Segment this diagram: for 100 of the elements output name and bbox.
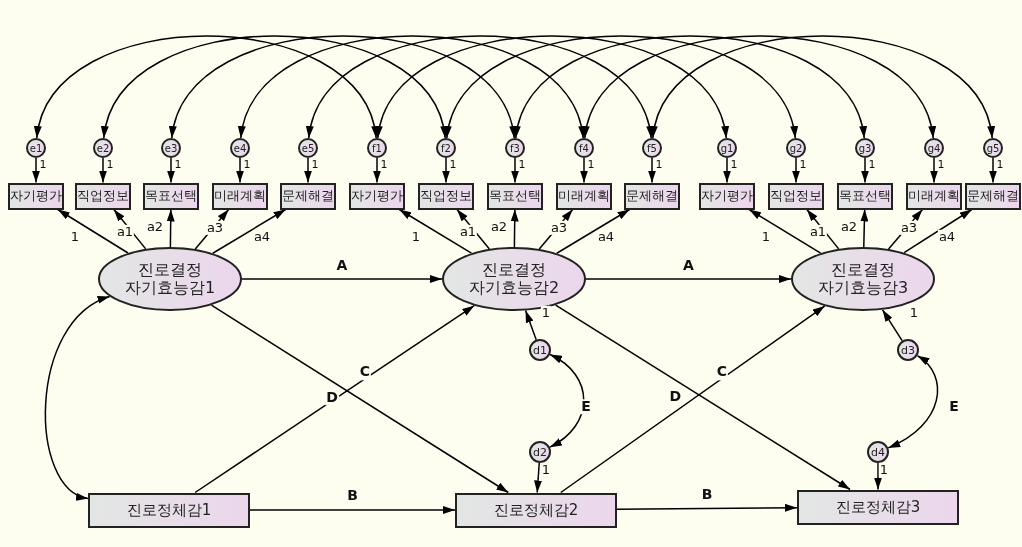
arrow bbox=[510, 208, 519, 248]
arrow bbox=[524, 309, 537, 341]
covariance-arrow bbox=[584, 35, 934, 139]
arrow bbox=[398, 208, 473, 254]
error-circle: f4 bbox=[574, 138, 594, 158]
covariance-arrow bbox=[171, 35, 515, 139]
disturbance-circle: d4 bbox=[867, 441, 889, 463]
edge-label: 1 bbox=[242, 158, 252, 172]
error-circle: g3 bbox=[855, 138, 875, 158]
arrow bbox=[456, 208, 491, 250]
latent-ellipse: 진로결정 자기효능감1 bbox=[98, 247, 242, 311]
arrow bbox=[930, 157, 938, 184]
edge-label: 1 bbox=[38, 158, 48, 172]
error-circle: e4 bbox=[230, 138, 250, 158]
edge-label: 1 bbox=[586, 158, 596, 172]
arrow bbox=[99, 157, 107, 184]
observed-box: 진로정체감3 bbox=[797, 489, 959, 525]
indicator-box: 문제해결 bbox=[965, 182, 1021, 210]
arrow bbox=[236, 157, 244, 184]
covariance-arrow bbox=[652, 35, 993, 139]
arrow bbox=[860, 208, 869, 248]
covariance-arrow bbox=[549, 353, 585, 448]
disturbance-circle: d3 bbox=[897, 339, 919, 361]
arrow bbox=[556, 208, 631, 254]
edge-label: 1 bbox=[995, 158, 1005, 172]
covariance-arrow bbox=[446, 35, 796, 139]
indicator-box: 목표선택 bbox=[837, 182, 893, 210]
indicator-box: 자기평가 bbox=[699, 182, 755, 210]
disturbance-circle: d1 bbox=[529, 339, 551, 361]
indicator-box: 문제해결 bbox=[624, 182, 680, 210]
arrow bbox=[249, 506, 456, 514]
error-circle: f5 bbox=[642, 138, 662, 158]
arrow bbox=[585, 275, 792, 283]
covariance-arrow bbox=[308, 35, 652, 139]
edge-label: 1 bbox=[936, 158, 946, 172]
indicator-box: 자기평가 bbox=[349, 182, 405, 210]
arrow bbox=[304, 157, 312, 184]
edge-label: a3 bbox=[899, 220, 919, 236]
edge-label: 1 bbox=[379, 158, 389, 172]
observed-box: 진로정체감1 bbox=[88, 492, 250, 528]
edge-label: 1 bbox=[105, 158, 115, 172]
edge-label: C bbox=[358, 364, 372, 380]
covariance-arrow bbox=[36, 35, 377, 139]
error-circle: g4 bbox=[924, 138, 944, 158]
indicator-box: 문제해결 bbox=[280, 182, 336, 210]
arrow bbox=[373, 157, 381, 184]
covariance-arrow bbox=[377, 35, 727, 139]
edge-label: D bbox=[325, 390, 339, 406]
indicator-box: 목표선택 bbox=[143, 182, 199, 210]
edge-label: E bbox=[580, 399, 592, 415]
edge-label: 1 bbox=[310, 158, 320, 172]
edge-label: 1 bbox=[654, 158, 664, 172]
arrow bbox=[903, 208, 973, 254]
edge-label: 1 bbox=[448, 158, 458, 172]
error-circle: g5 bbox=[983, 138, 1003, 158]
arrow bbox=[806, 208, 840, 250]
indicator-box: 미래계획 bbox=[212, 182, 268, 210]
observed-box: 진로정체감2 bbox=[455, 492, 617, 528]
indicator-box: 직업정보 bbox=[75, 182, 131, 210]
indicator-box: 직업정보 bbox=[418, 182, 474, 210]
error-circle: e1 bbox=[26, 138, 46, 158]
error-circle: e3 bbox=[161, 138, 181, 158]
arrow bbox=[442, 157, 450, 184]
edge-label: C bbox=[715, 364, 728, 381]
arrow bbox=[748, 208, 822, 254]
error-circle: f1 bbox=[367, 138, 387, 158]
arrow bbox=[874, 462, 882, 491]
edge-label: 1 bbox=[517, 158, 527, 172]
arrow bbox=[210, 304, 509, 494]
arrow bbox=[113, 208, 147, 250]
arrow bbox=[32, 157, 40, 184]
edge-label: 1 bbox=[729, 158, 739, 172]
covariance-arrow bbox=[103, 35, 446, 139]
arrow bbox=[57, 208, 129, 254]
indicator-box: 미래계획 bbox=[556, 182, 612, 210]
edge-label: a3 bbox=[205, 220, 225, 236]
covariance-arrow bbox=[240, 35, 584, 139]
arrow bbox=[648, 157, 656, 184]
arrow bbox=[194, 304, 475, 494]
arrow bbox=[989, 157, 997, 184]
edge-label: 1 bbox=[173, 158, 183, 172]
error-circle: f3 bbox=[505, 138, 525, 158]
arrow bbox=[723, 157, 731, 184]
covariance-arrow bbox=[44, 295, 111, 500]
error-circle: f2 bbox=[436, 138, 456, 158]
arrow bbox=[881, 309, 903, 342]
covariance-arrow bbox=[887, 354, 939, 449]
arrow bbox=[792, 157, 800, 184]
arrow bbox=[534, 462, 542, 494]
arrow bbox=[580, 157, 588, 184]
edge-label: 1 bbox=[798, 158, 808, 172]
disturbance-circle: d2 bbox=[529, 441, 551, 463]
indicator-box: 목표선택 bbox=[487, 182, 543, 210]
error-circle: e5 bbox=[298, 138, 318, 158]
arrow bbox=[241, 275, 443, 283]
edge-label: a3 bbox=[549, 220, 569, 236]
arrow bbox=[166, 208, 175, 248]
indicator-box: 자기평가 bbox=[8, 182, 64, 210]
error-circle: g2 bbox=[786, 138, 806, 158]
arrow bbox=[861, 157, 869, 184]
